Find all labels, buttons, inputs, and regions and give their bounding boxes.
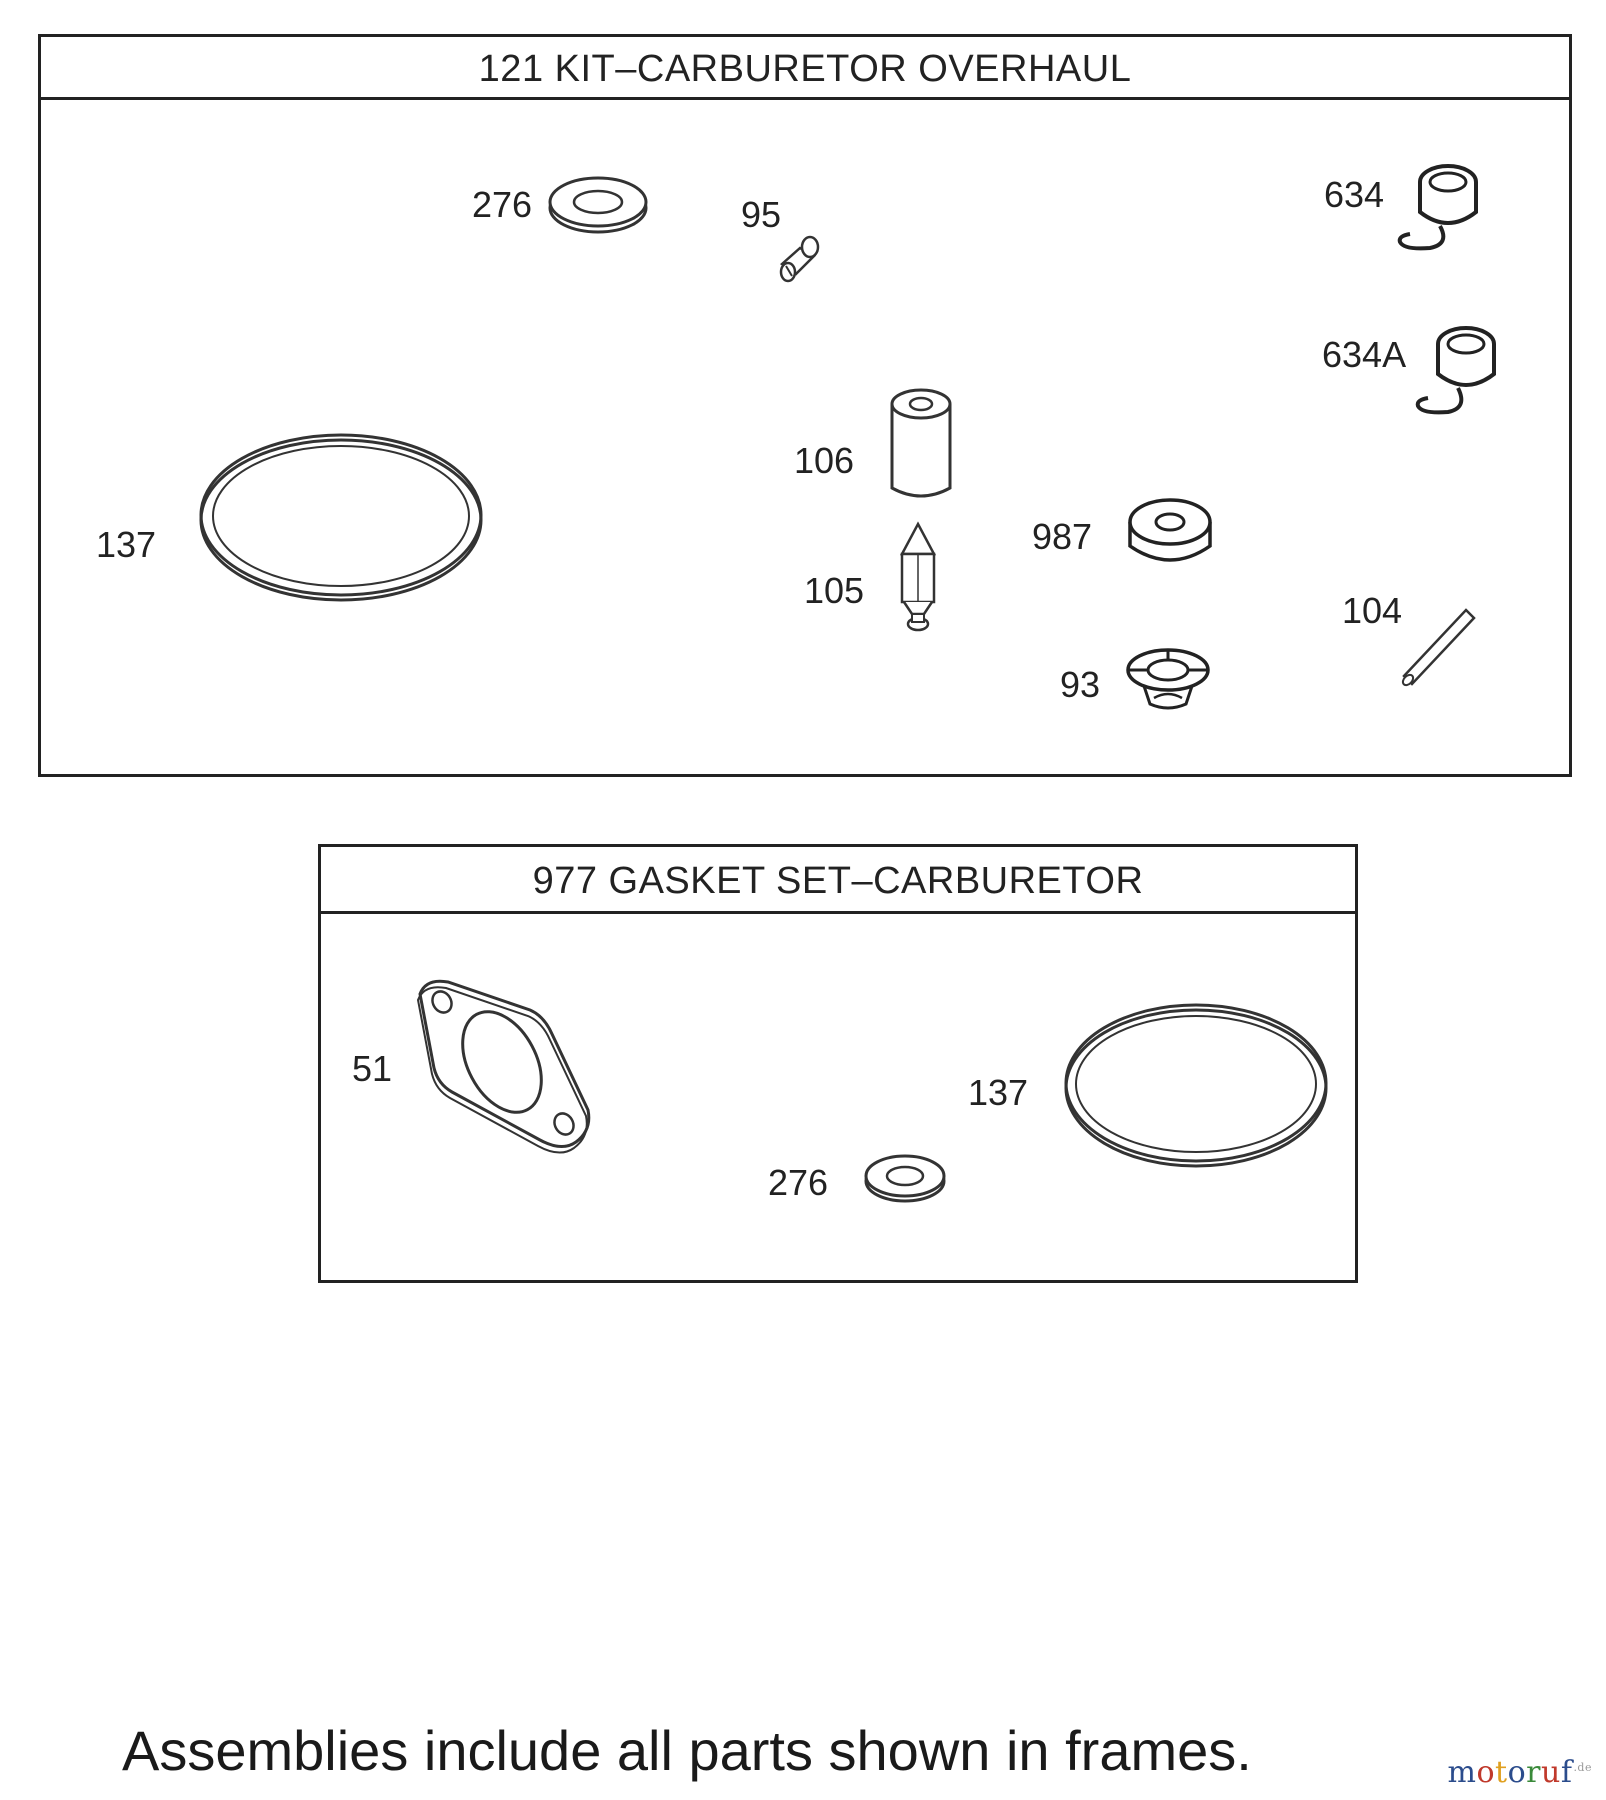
callout-634a: 634A	[1322, 334, 1407, 375]
logo-letter: o	[1476, 1755, 1496, 1790]
bushing-987-drawing	[1128, 498, 1212, 562]
logo-letter: o	[1507, 1755, 1527, 1790]
callout-137-gasket: 137	[968, 1072, 1029, 1113]
callout-634: 634	[1324, 174, 1385, 215]
seat-106-drawing	[890, 388, 952, 498]
callout-93: 93	[1060, 664, 1101, 705]
jet-95-drawing	[779, 235, 820, 283]
logo-letter: t	[1495, 1755, 1508, 1790]
callout-987: 987	[1032, 516, 1093, 557]
callout-137: 137	[96, 524, 157, 565]
kit-frame: 121 KIT–CARBURETOR OVERHAUL	[38, 34, 1572, 777]
needle-105-drawing	[899, 521, 937, 632]
logo-letter: u	[1541, 1755, 1561, 1790]
gasket-ring-137-drawing	[199, 433, 483, 602]
spring-634-drawing	[1397, 164, 1478, 251]
logo-letter: f	[1560, 1755, 1573, 1790]
pin-104-drawing	[1401, 608, 1476, 687]
gasket-ring-137-set-drawing	[1064, 1003, 1328, 1168]
carburetor-gasket-51-drawing	[416, 979, 591, 1154]
logo-letter: r	[1526, 1755, 1541, 1790]
motoruf-logo: motoruf.de	[1448, 1755, 1592, 1790]
assembly-note: Assemblies include all parts shown in fr…	[122, 1719, 1252, 1782]
washer-276-set-drawing	[864, 1154, 946, 1203]
callout-276-gasket: 276	[768, 1162, 829, 1203]
logo-suffix: .de	[1573, 1761, 1592, 1774]
washer-276-drawing	[548, 176, 648, 234]
logo-letter: m	[1447, 1755, 1477, 1790]
callout-95: 95	[741, 194, 782, 235]
kit-title: 121 KIT–CARBURETOR OVERHAUL	[41, 37, 1569, 100]
callout-105: 105	[804, 570, 865, 611]
valve-93-drawing	[1126, 648, 1210, 710]
callout-276: 276	[472, 184, 533, 225]
callout-104: 104	[1342, 590, 1403, 631]
callout-51: 51	[352, 1048, 393, 1089]
gasket-title: 977 GASKET SET–CARBURETOR	[321, 847, 1355, 914]
callout-106: 106	[794, 440, 855, 481]
spring-634a-drawing	[1415, 326, 1496, 415]
